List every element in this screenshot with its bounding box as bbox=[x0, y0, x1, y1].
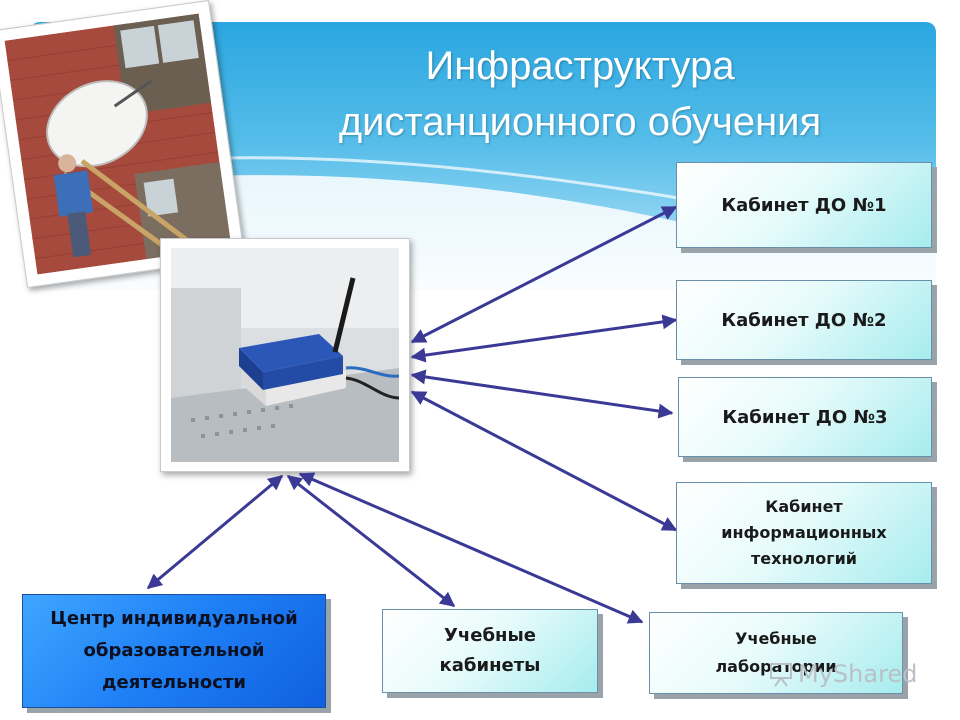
arrow-to-classes bbox=[286, 474, 456, 608]
title-line-1: Инфраструктура bbox=[425, 44, 735, 88]
node-labs-line-1: Учебные bbox=[735, 629, 817, 648]
node-center-line-2: образовательной bbox=[83, 640, 265, 661]
satellite-dish-icon bbox=[4, 13, 232, 275]
node-cabinet-1-label: Кабинет ДО №1 bbox=[721, 194, 887, 216]
presentation-board-icon bbox=[770, 663, 792, 687]
arrow-to-cab2 bbox=[410, 314, 678, 363]
arrow-to-labs bbox=[298, 472, 644, 624]
node-center-line-1: Центр индивидуальной bbox=[50, 608, 298, 629]
node-center-line-3: деятельности bbox=[101, 672, 247, 693]
node-classrooms-line-2: кабинеты bbox=[439, 655, 541, 676]
node-it-line-3: технологий bbox=[751, 549, 857, 568]
arrow-to-it bbox=[410, 390, 678, 532]
node-it-line-1: Кабинет bbox=[765, 497, 843, 516]
node-it-cabinet: Кабинет информационных технологий bbox=[676, 482, 932, 584]
router-icon bbox=[171, 248, 399, 462]
arrow-to-cab3 bbox=[410, 369, 674, 419]
node-classrooms-line-1: Учебные bbox=[444, 625, 536, 646]
node-cabinet-2-label: Кабинет ДО №2 bbox=[721, 309, 887, 331]
node-labs-line-2: лаборатории bbox=[715, 657, 837, 676]
title-line-2: дистанционного обучения bbox=[338, 100, 822, 144]
arrow-to-cab1 bbox=[410, 205, 678, 344]
slide-title: Инфраструктура дистанционного обучения bbox=[230, 38, 930, 150]
node-individual-center: Центр индивидуальной образовательной дея… bbox=[22, 594, 326, 708]
node-cabinet-1: Кабинет ДО №1 bbox=[676, 162, 932, 248]
node-cabinet-3: Кабинет ДО №3 bbox=[678, 377, 932, 457]
arrow-to-center bbox=[146, 474, 284, 590]
satellite-dish-photo bbox=[0, 0, 246, 289]
node-classrooms: Учебные кабинеты bbox=[382, 609, 598, 693]
watermark-text: MyShared bbox=[798, 660, 918, 688]
router-photo bbox=[160, 238, 410, 472]
node-cabinet-3-label: Кабинет ДО №3 bbox=[722, 406, 888, 428]
watermark: MyShared bbox=[768, 660, 917, 688]
node-laboratories: Учебные лаборатории bbox=[649, 612, 903, 694]
node-it-line-2: информационных bbox=[721, 523, 887, 542]
node-cabinet-2: Кабинет ДО №2 bbox=[676, 280, 932, 360]
